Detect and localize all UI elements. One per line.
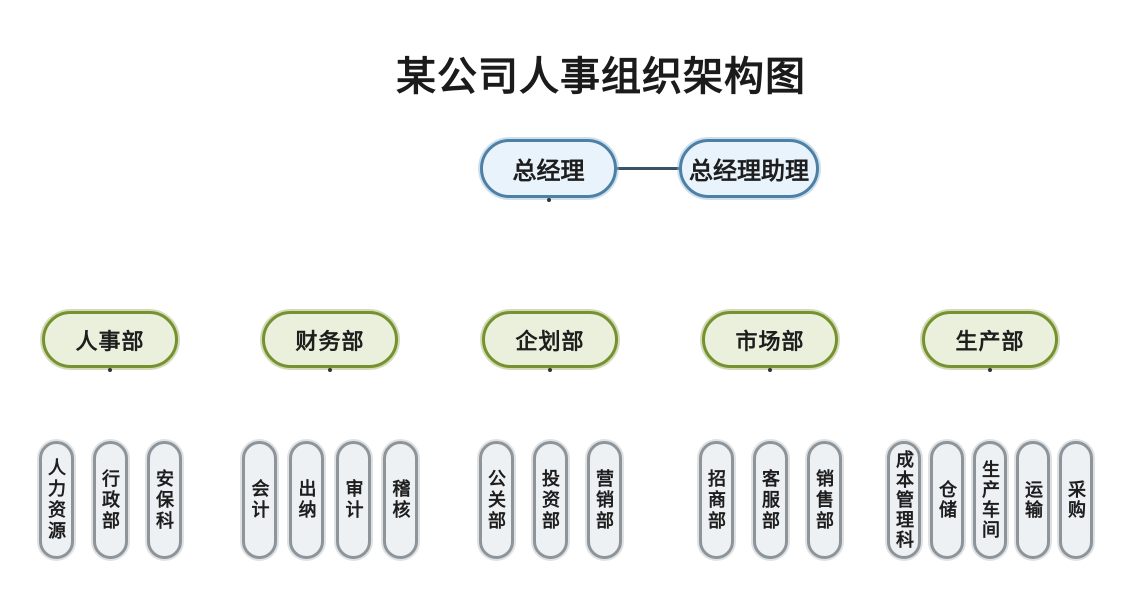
sub-dept-node: 稽核 [383, 441, 418, 559]
sub-dept-label: 会计 [249, 479, 270, 521]
sub-dept-label: 营销部 [594, 468, 614, 532]
sub-dept-node: 人力资源 [38, 441, 74, 559]
sub-dept-node: 采购 [1059, 441, 1093, 559]
gm-assistant-label: 总经理助理 [689, 158, 809, 185]
dept-label: 财务部 [295, 328, 365, 354]
dept-node-planning: 企划部 [482, 311, 618, 368]
gm-assistant-node: 总经理助理 [679, 139, 819, 198]
sub-dept-node: 仓储 [930, 441, 964, 559]
sub-dept-node: 投资部 [532, 441, 568, 559]
sub-dept-label: 销售部 [814, 468, 834, 532]
sub-dept-node: 运输 [1016, 441, 1050, 559]
sub-dept-label: 运输 [1023, 480, 1043, 520]
dept-label: 生产部 [955, 328, 1025, 354]
dept-column-finance: 财务部 会计 出纳 审计 稽核 [220, 311, 440, 559]
sub-dept-label: 投资部 [540, 468, 560, 532]
dept-node-production: 生产部 [922, 311, 1058, 368]
sub-dept-label: 行政部 [100, 468, 120, 532]
dept-node-finance: 财务部 [262, 311, 398, 368]
sub-dept-node: 会计 [242, 441, 277, 559]
sub-dept-node: 安保科 [146, 441, 182, 559]
sub-dept-label: 仓储 [937, 480, 957, 520]
sub-dept-row: 招商部 客服部 销售部 [698, 441, 842, 559]
sub-dept-label: 安保科 [154, 468, 174, 532]
sub-dept-row: 人力资源 行政部 安保科 [38, 441, 182, 559]
connector-line [617, 167, 679, 170]
sub-dept-row: 成本管理科 仓储 生产车间 运输 采购 [887, 441, 1093, 559]
sub-dept-node: 营销部 [586, 441, 622, 559]
dept-node-marketing: 市场部 [702, 311, 838, 368]
dept-label: 人事部 [75, 328, 145, 354]
departments-grid: 人事部 人力资源 行政部 安保科 财务部 会计 [0, 311, 1100, 559]
page-title: 某公司人事组织架构图 [396, 55, 806, 99]
dept-column-hr: 人事部 人力资源 行政部 安保科 [0, 311, 220, 559]
sub-dept-node: 销售部 [806, 441, 842, 559]
sub-dept-label: 客服部 [760, 468, 780, 532]
sub-dept-node: 行政部 [92, 441, 128, 559]
sub-dept-node: 出纳 [289, 441, 324, 559]
dept-column-planning: 企划部 公关部 投资部 营销部 [440, 311, 660, 559]
dept-label: 市场部 [735, 328, 805, 354]
dept-column-marketing: 市场部 招商部 客服部 销售部 [660, 311, 880, 559]
executive-row: 总经理 总经理助理 [480, 139, 819, 198]
sub-dept-row: 公关部 投资部 营销部 [478, 441, 622, 559]
sub-dept-node: 招商部 [698, 441, 734, 559]
sub-dept-node: 审计 [336, 441, 371, 559]
sub-dept-row: 会计 出纳 审计 稽核 [242, 441, 418, 559]
sub-dept-label: 人力资源 [46, 458, 66, 542]
sub-dept-node: 成本管理科 [887, 441, 921, 559]
sub-dept-node: 生产车间 [973, 441, 1007, 559]
sub-dept-label: 出纳 [296, 479, 317, 521]
general-manager-label: 总经理 [512, 158, 585, 185]
sub-dept-label: 采购 [1066, 480, 1086, 520]
sub-dept-label: 审计 [343, 479, 364, 521]
sub-dept-label: 公关部 [486, 468, 506, 532]
dept-column-production: 生产部 成本管理科 仓储 生产车间 运输 采购 [880, 311, 1100, 559]
dept-label: 企划部 [515, 328, 585, 354]
sub-dept-label: 稽核 [390, 479, 411, 521]
sub-dept-node: 客服部 [752, 441, 788, 559]
sub-dept-label: 成本管理科 [894, 450, 914, 550]
dept-node-hr: 人事部 [42, 311, 178, 368]
sub-dept-node: 公关部 [478, 441, 514, 559]
general-manager-node: 总经理 [480, 139, 617, 198]
sub-dept-label: 招商部 [706, 468, 726, 532]
sub-dept-label: 生产车间 [980, 460, 1000, 540]
